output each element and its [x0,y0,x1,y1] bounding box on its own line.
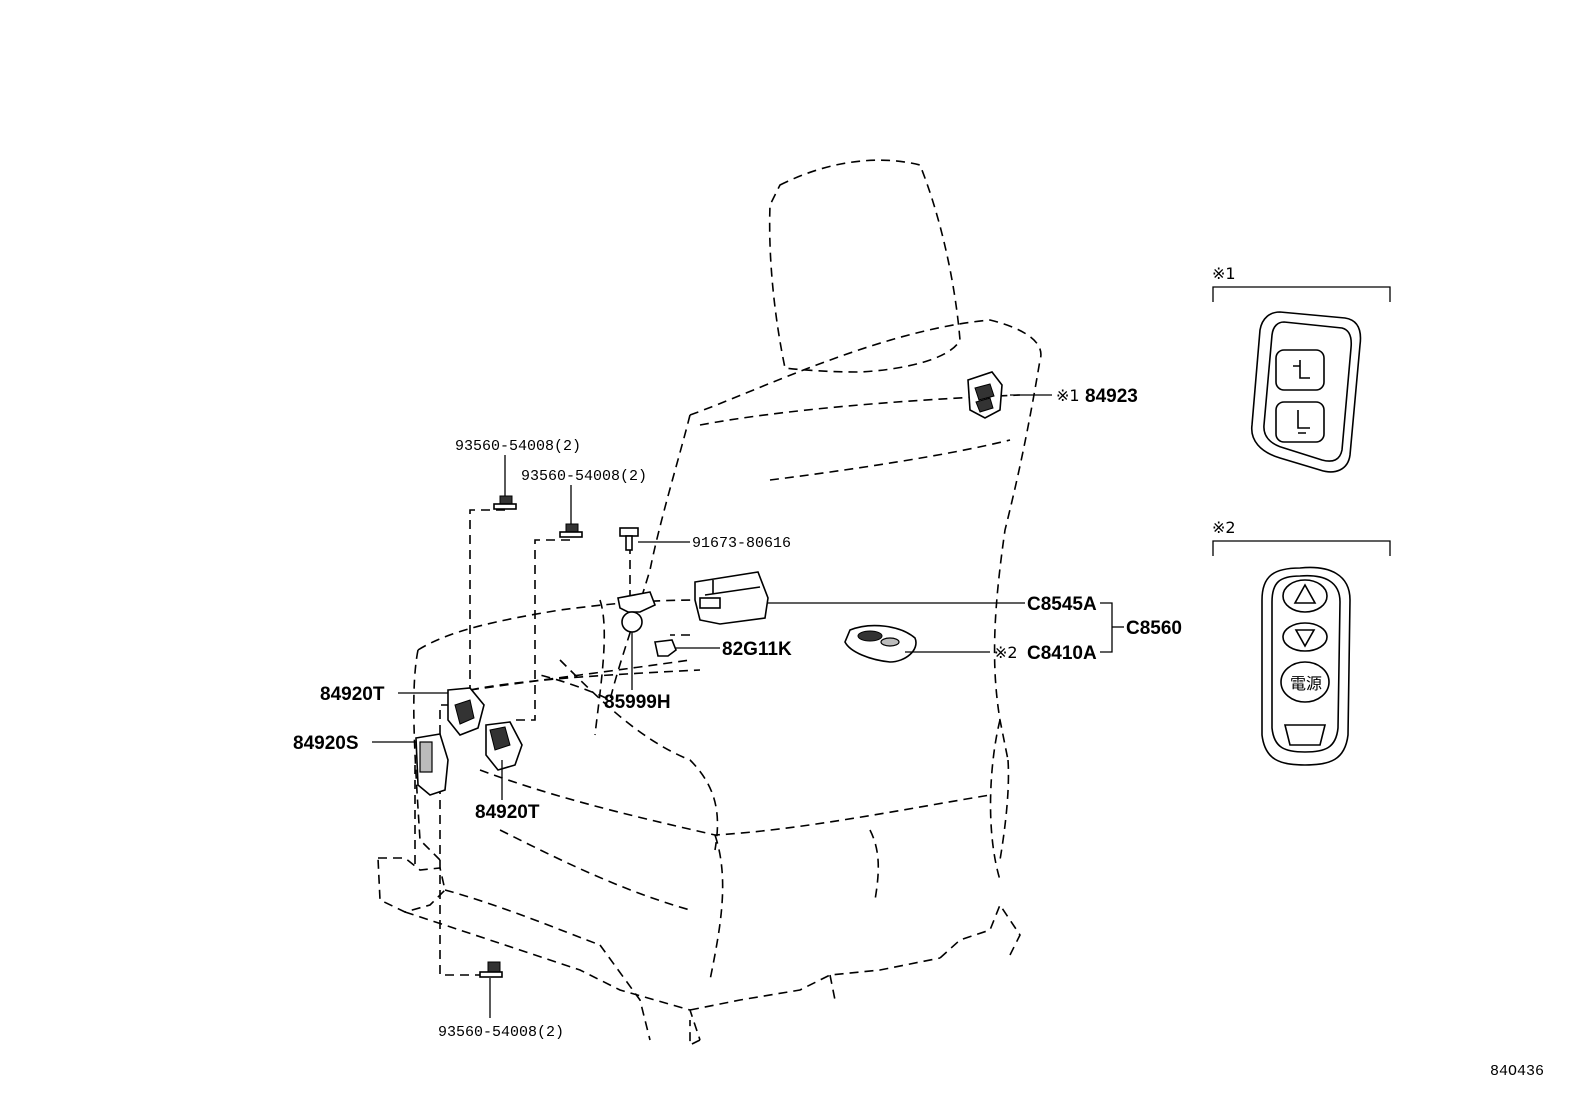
callout-switch-84923-mark: ※1 [1056,386,1080,405]
assembly-guide-lines [414,509,691,976]
bolt-part-top-right [559,523,583,538]
seat-down-button-icon [1275,401,1325,443]
detail-panel-1: ※1 [1212,264,1391,473]
remote-c8410a-part [844,624,917,663]
seat-outline [377,159,1042,1047]
screw-91673-part [619,527,639,551]
detail-panel-2: ※2 電源 [1212,518,1391,766]
callout-switch-84920s: 84920S [293,733,359,754]
remote-bottom-tab-icon [1283,724,1327,746]
switch-84920s-part [415,733,449,796]
power-button-icon [1280,661,1330,703]
bracket-85999h-part [617,591,657,633]
leader-lines [372,394,1124,1018]
ecu-c8545a-part [694,571,769,625]
callout-switch-84920t-upper: 84920T [320,684,385,705]
power-button-text: 電源 [1290,674,1322,693]
callout-remote-c8410a-mark: ※2 [994,643,1018,662]
callout-bolt-top-right: 93560-54008(2) [521,468,647,485]
callout-bolt-bottom: 93560-54008(2) [438,1024,564,1041]
warning-down-button-icon [1282,622,1328,652]
callout-switch-84923: 84923 [1085,386,1138,407]
callout-screw-91673: 91673-80616 [692,535,791,552]
detail-panel-2-mark: ※2 [1212,518,1236,537]
callout-clip-82g11k: 82G11K [722,639,792,660]
callout-bracket-85999h: 85999H [604,692,671,713]
switch-84920t-lower-part [485,721,523,771]
illustration-id: 84O436 [1490,1063,1544,1080]
bolt-part-top-left [493,495,517,510]
clip-82g11k-part [654,639,677,657]
callout-switch-84920t-lower: 84920T [475,802,540,823]
detail-panel-1-mark: ※1 [1212,264,1236,283]
callout-bolt-top-left: 93560-54008(2) [455,438,581,455]
callout-ecu-c8545a: C8545A [1027,594,1097,615]
bolt-part-bottom [479,961,503,978]
callout-assembly-c8560: C8560 [1126,618,1182,639]
callout-remote-c8410a: C8410A [1027,643,1097,664]
warning-up-button-icon [1282,579,1328,613]
switch-84923-part [967,371,1003,419]
switch-84920t-upper-part [447,687,485,736]
